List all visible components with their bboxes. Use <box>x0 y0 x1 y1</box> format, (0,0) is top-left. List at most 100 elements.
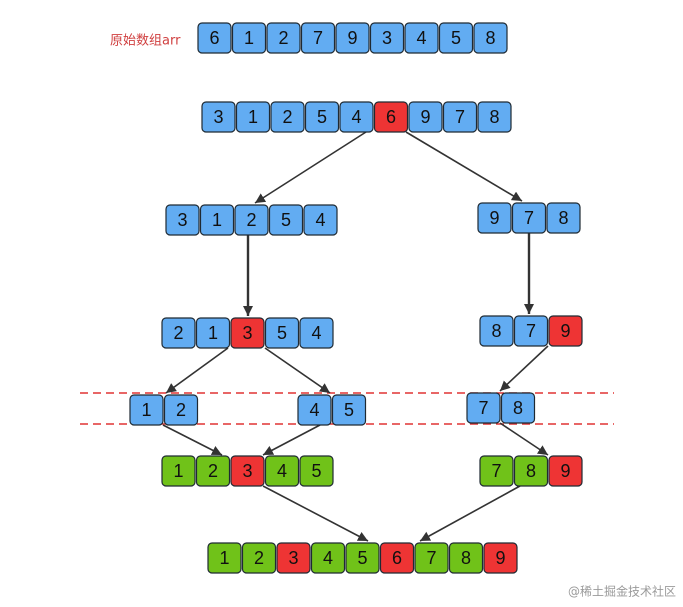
array-cell: 3 <box>230 455 265 487</box>
cell-box-blue <box>513 315 549 347</box>
cell-value: 1 <box>244 28 254 48</box>
array-cell: 8 <box>473 22 508 54</box>
cell-box-blue <box>129 394 164 426</box>
cell-box-green <box>161 455 196 487</box>
cell-value: 9 <box>495 548 505 568</box>
cell-value: 8 <box>461 548 471 568</box>
cell-box-blue <box>165 204 200 236</box>
array-cell: 8 <box>477 101 512 133</box>
cell-box-blue <box>511 202 547 234</box>
cell-value: 8 <box>558 208 568 228</box>
arrow-right-sorted-to-final <box>419 485 521 542</box>
arrows <box>162 131 549 542</box>
cell-value: 9 <box>560 321 570 341</box>
arrow-partition-1-to-right-sub <box>405 131 523 202</box>
cell-box-blue <box>408 101 443 133</box>
cell-value: 5 <box>357 548 367 568</box>
cell-value: 3 <box>177 210 187 230</box>
cell-box-red <box>379 542 415 574</box>
arrow-right-partition-to-leaf-78 <box>499 345 549 392</box>
array-cell: 9 <box>548 315 583 347</box>
cell-box-green <box>195 455 231 487</box>
array-cell: 1 <box>199 204 235 236</box>
cell-value: 5 <box>451 28 461 48</box>
cell-box-blue <box>197 22 232 54</box>
cell-value: 7 <box>313 28 323 48</box>
cell-value: 2 <box>208 461 218 481</box>
cell-value: 8 <box>489 107 499 127</box>
array-cell: 1 <box>207 542 242 574</box>
arrow-leaf-78-to-right-sorted <box>499 422 549 456</box>
array-cell: 9 <box>477 202 512 234</box>
array-cell: 1 <box>129 394 164 426</box>
cell-box-blue <box>466 392 501 424</box>
cell-box-blue <box>264 317 300 349</box>
cell-box-blue <box>201 101 236 133</box>
array-cell: 4 <box>339 101 374 133</box>
cell-box-red <box>548 315 583 347</box>
array-cell: 5 <box>331 394 367 426</box>
array-cell: 3 <box>369 22 405 54</box>
cell-value: 5 <box>277 323 287 343</box>
array-cell: 7 <box>466 392 501 424</box>
cell-box-blue <box>477 101 512 133</box>
cell-value: 3 <box>242 323 252 343</box>
cell-box-red <box>230 455 265 487</box>
arrow-left-partition-to-leaf-12 <box>165 347 229 394</box>
cell-box-blue <box>369 22 405 54</box>
cell-box-red <box>548 455 583 487</box>
cell-box-blue <box>335 22 370 54</box>
array-cell: 4 <box>310 542 346 574</box>
array-cell: 7 <box>300 22 336 54</box>
array-cell: 6 <box>379 542 415 574</box>
cell-value: 1 <box>173 461 183 481</box>
cell-box-blue <box>234 204 269 236</box>
cell-value: 3 <box>213 107 223 127</box>
array-cell: 2 <box>270 101 305 133</box>
cell-box-blue <box>473 22 508 54</box>
array-cell: 4 <box>404 22 439 54</box>
array-cell: 8 <box>479 315 514 347</box>
array-cell: 3 <box>165 204 200 236</box>
array-cell: 9 <box>548 455 583 487</box>
cell-box-blue <box>304 101 340 133</box>
cell-box-green <box>345 542 380 574</box>
cell-box-red <box>483 542 518 574</box>
array-cell: 8 <box>448 542 484 574</box>
cell-box-red <box>276 542 311 574</box>
cell-value: 7 <box>426 548 436 568</box>
array-cell: 1 <box>161 455 196 487</box>
cell-value: 2 <box>173 323 183 343</box>
array-cell: 8 <box>513 455 549 487</box>
array-cell: 2 <box>266 22 301 54</box>
cell-value: 1 <box>141 400 151 420</box>
cell-box-green <box>414 542 449 574</box>
cell-value: 7 <box>491 461 501 481</box>
cell-value: 4 <box>309 400 319 420</box>
array-cell: 2 <box>195 455 231 487</box>
cell-value: 9 <box>560 461 570 481</box>
array-cell: 2 <box>163 394 199 426</box>
cell-box-blue <box>231 22 267 54</box>
cell-value: 4 <box>351 107 361 127</box>
cell-box-red <box>230 317 265 349</box>
cell-value: 3 <box>382 28 392 48</box>
cell-value: 1 <box>248 107 258 127</box>
array-cell: 6 <box>373 101 409 133</box>
cell-value: 5 <box>317 107 327 127</box>
array-cell: 2 <box>241 542 277 574</box>
array-cell: 7 <box>511 202 547 234</box>
cell-box-green <box>299 455 334 487</box>
cell-value: 2 <box>246 210 256 230</box>
cell-value: 2 <box>278 28 288 48</box>
cell-box-green <box>513 455 549 487</box>
cell-box-green <box>241 542 277 574</box>
